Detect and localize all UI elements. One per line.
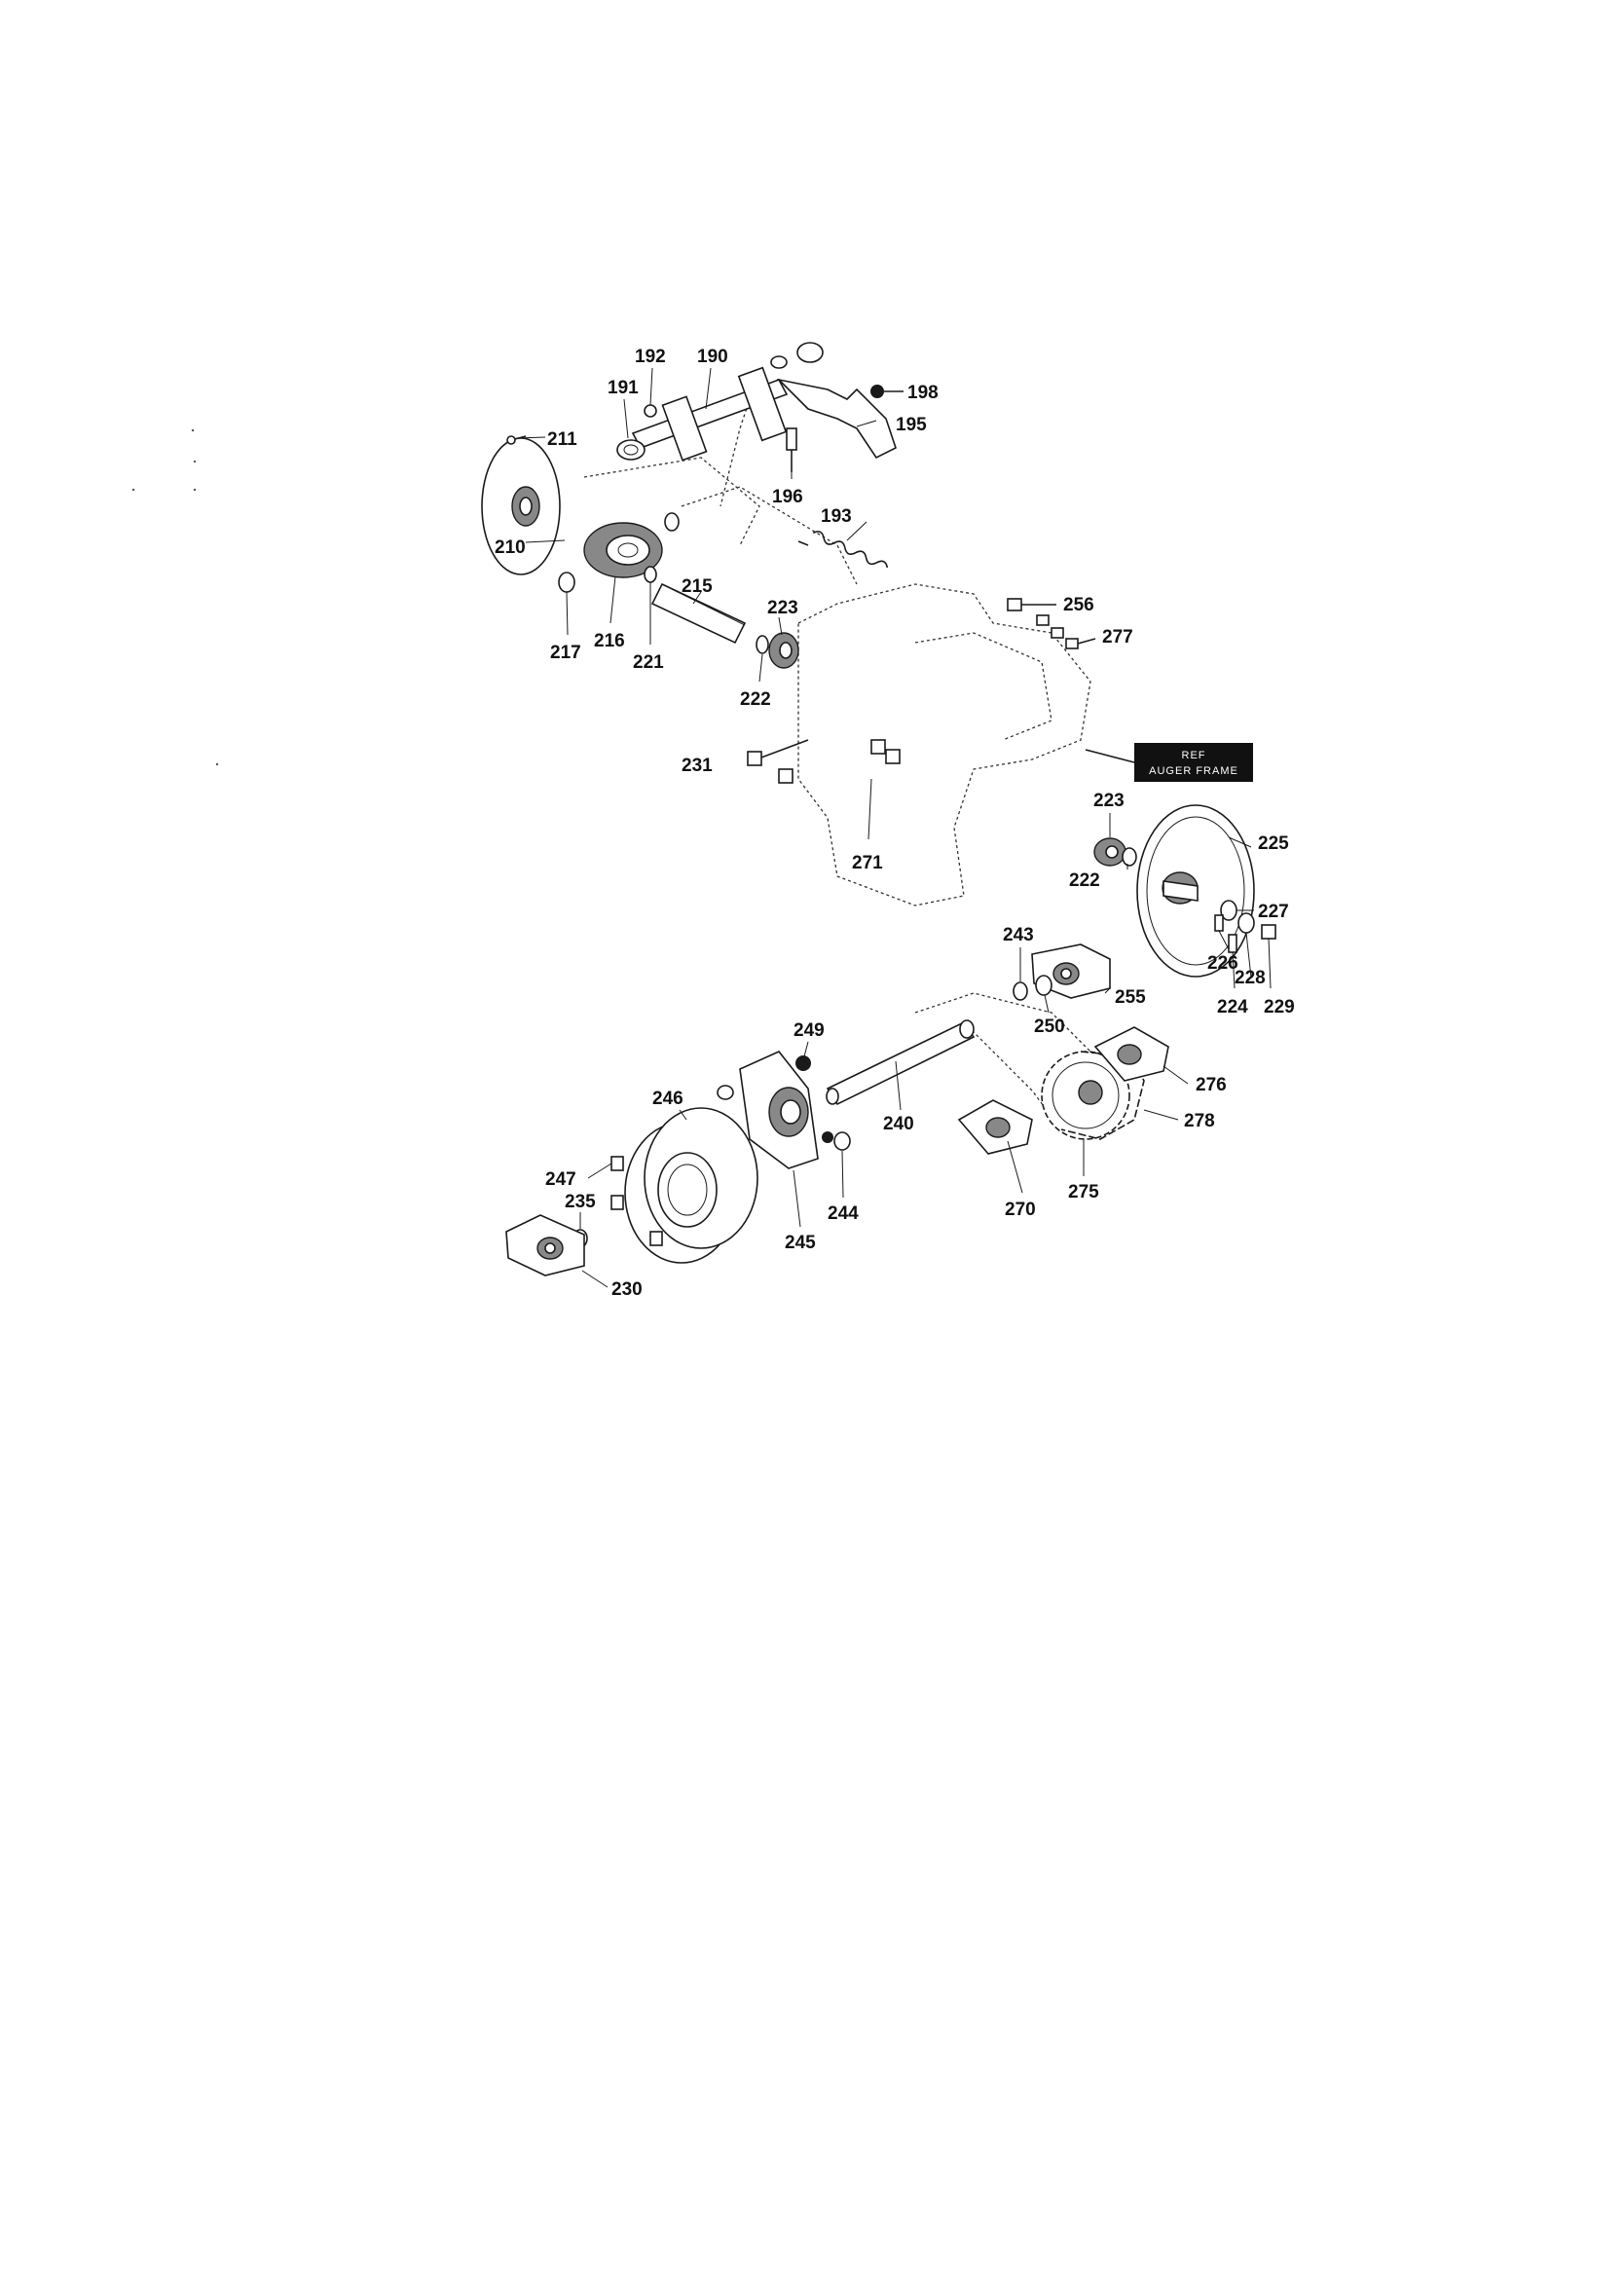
label-278: 278 <box>1184 1111 1215 1131</box>
label-193: 193 <box>821 506 852 527</box>
label-221: 221 <box>633 652 664 673</box>
label-224: 224 <box>1217 997 1248 1017</box>
label-231: 231 <box>682 756 713 776</box>
washer-250 <box>1035 975 1052 996</box>
hub-216 <box>583 522 663 578</box>
label-271: 271 <box>852 853 883 873</box>
plate-245 <box>739 1051 819 1169</box>
label-246: 246 <box>652 1089 683 1109</box>
label-191: 191 <box>608 378 639 398</box>
flange-276 <box>1093 1026 1169 1082</box>
bolt-229 <box>1261 924 1276 940</box>
label-227: 227 <box>1258 902 1289 922</box>
label-226: 226 <box>1207 953 1238 974</box>
washer-left <box>717 1085 734 1100</box>
pulley-210 <box>481 437 561 575</box>
ring-243 <box>1013 981 1028 1001</box>
label-275: 275 <box>1068 1182 1099 1202</box>
bearing-223-lower <box>1093 837 1126 867</box>
flange-230 <box>505 1214 585 1276</box>
washer-222-upper <box>756 635 769 654</box>
label-190: 190 <box>697 347 728 367</box>
nut-198 <box>870 385 904 398</box>
label-217: 217 <box>550 643 581 663</box>
label-270: 270 <box>1005 1200 1036 1220</box>
label-230: 230 <box>611 1279 643 1300</box>
label-256: 256 <box>1063 595 1094 615</box>
label-225: 225 <box>1258 833 1289 854</box>
label-249: 249 <box>794 1020 825 1041</box>
ref-line-1: REF <box>1182 750 1206 761</box>
chain-278 <box>1060 1051 1145 1140</box>
label-192: 192 <box>635 347 666 367</box>
shaft-240 <box>826 1019 976 1106</box>
bolt-231 <box>747 739 809 766</box>
label-244: 244 <box>828 1203 859 1224</box>
label-229: 229 <box>1264 997 1295 1017</box>
auger-frame-outline <box>583 369 1111 1130</box>
washer-228 <box>1237 912 1255 934</box>
washer-249 <box>795 1055 811 1071</box>
leader-lines <box>516 367 1272 1288</box>
label-235: 235 <box>565 1192 596 1212</box>
part-number-labels: 192 190 191 198 211 195 196 193 210 215 … <box>495 347 1295 1300</box>
washer-top <box>664 512 680 532</box>
label-245: 245 <box>785 1233 816 1253</box>
label-196: 196 <box>772 487 803 507</box>
bolts-247 <box>610 1156 663 1246</box>
label-210: 210 <box>495 537 526 558</box>
label-276: 276 <box>1196 1075 1227 1095</box>
bolt-196 <box>786 427 797 472</box>
pin-224 <box>1228 934 1237 953</box>
washer-217 <box>558 572 575 593</box>
label-243: 243 <box>1003 925 1034 945</box>
bearing-223-upper <box>768 632 799 669</box>
label-247: 247 <box>545 1169 576 1190</box>
label-198: 198 <box>907 383 939 403</box>
label-216: 216 <box>594 631 625 651</box>
label-277: 277 <box>1102 627 1133 647</box>
label-223-upper: 223 <box>767 598 798 618</box>
nut-244 <box>822 1131 851 1151</box>
pulley-225 <box>1136 804 1255 978</box>
label-228: 228 <box>1235 968 1266 988</box>
ref-auger-frame-tag: REF AUGER FRAME <box>1085 743 1253 782</box>
label-215: 215 <box>682 576 713 597</box>
flange-270 <box>957 1099 1033 1155</box>
spring-193 <box>797 531 889 569</box>
label-211: 211 <box>547 429 577 450</box>
ref-line-2: AUGER FRAME <box>1149 765 1238 777</box>
label-250: 250 <box>1034 1017 1065 1037</box>
label-222-upper: 222 <box>740 689 771 710</box>
label-240: 240 <box>883 1114 914 1134</box>
sprocket-275 <box>1041 1051 1130 1140</box>
bushing-top <box>770 342 824 369</box>
label-223-lower: 223 <box>1093 791 1125 811</box>
label-195: 195 <box>896 415 927 435</box>
bolts-277 <box>1036 614 1096 649</box>
bolt-256 <box>1007 598 1056 611</box>
washer-222-lower <box>1122 847 1137 867</box>
label-255: 255 <box>1115 987 1146 1008</box>
lever-195 <box>776 378 897 460</box>
ring-221 <box>644 566 657 583</box>
pin-192 <box>644 404 657 418</box>
axle-215 <box>650 582 747 645</box>
bolts-271 <box>778 739 901 784</box>
scan-specks <box>131 428 219 766</box>
key-226 <box>1214 914 1224 932</box>
wheel-246 <box>624 1107 758 1264</box>
label-222-lower: 222 <box>1069 870 1100 891</box>
shaft-190 <box>631 366 789 462</box>
bushing-191 <box>616 439 646 461</box>
